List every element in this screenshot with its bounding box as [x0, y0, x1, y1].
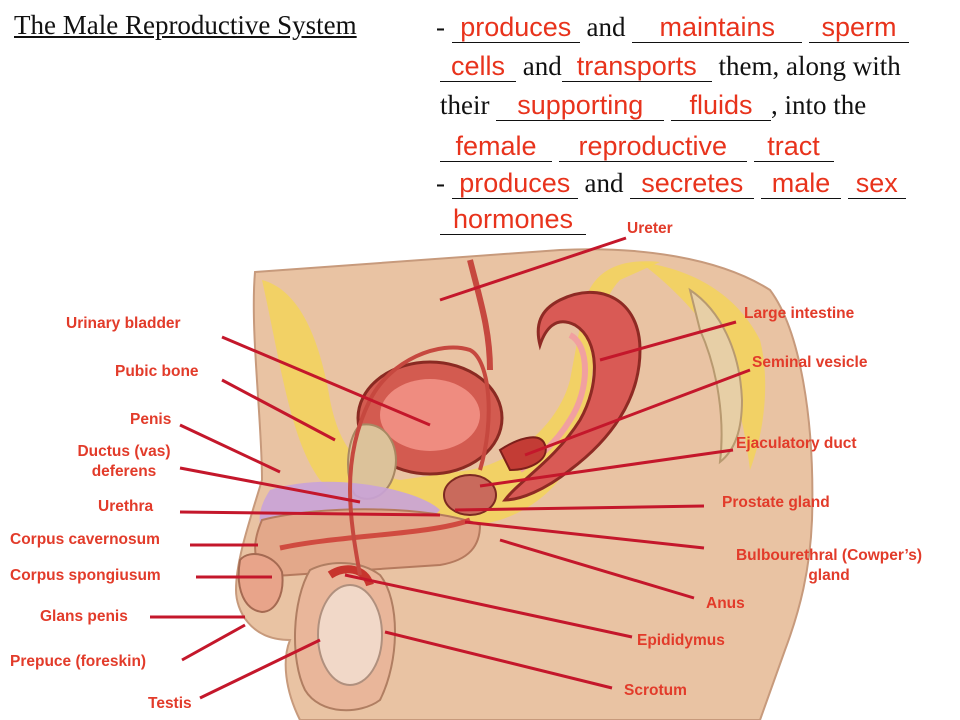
leader-ejaculatory-duct: [479, 448, 734, 488]
statement-line-5: - produces and secretes male sex: [436, 168, 906, 199]
leader-seminal-vesicle: [524, 368, 751, 457]
glans: [237, 553, 284, 614]
statement-line-4: female reproductive tract: [440, 131, 834, 162]
label-bulbourethral-line2: gland: [808, 567, 850, 584]
leader-lines: [150, 236, 751, 700]
label-anus: Anus: [706, 595, 745, 612]
label-ureter: Ureter: [627, 220, 673, 237]
blank-fluids: fluids: [670, 90, 771, 121]
leader-ductus-deferens: [179, 466, 361, 504]
blank-maintains: maintains: [632, 12, 803, 43]
blank-produces-1: produces: [451, 12, 580, 43]
statement-line-1: - produces and maintains sperm: [436, 12, 909, 43]
label-bulbourethral-gland: Bulbourethral (Cowper’s) gland: [704, 546, 954, 586]
label-ductus-line1: Ductus (vas): [77, 443, 171, 460]
label-ejaculatory-duct: Ejaculatory duct: [736, 435, 857, 452]
label-bulbourethral-line1: Bulbourethral (Cowper’s): [735, 547, 922, 564]
word-into-the: , into the: [770, 90, 867, 120]
leader-prostate-gland: [454, 504, 705, 512]
word-their: their: [440, 90, 490, 120]
page-title: The Male Reproductive System: [14, 10, 357, 40]
blank-cells: cells: [440, 51, 516, 82]
blank-female: female: [440, 131, 552, 162]
dash-2: -: [436, 168, 445, 198]
blank-hormones: hormones: [440, 204, 586, 235]
blank-male: male: [760, 168, 841, 199]
label-ductus-line2: deferens: [91, 463, 157, 480]
spine-fat: [640, 262, 766, 470]
testis: [317, 584, 383, 686]
seminal-vesicle: [498, 436, 547, 472]
blank-produces-2: produces: [451, 168, 578, 199]
leader-large-intestine: [599, 320, 737, 362]
leader-urinary-bladder: [221, 335, 431, 427]
statement-line-3: their supporting fluids, into the: [440, 90, 866, 121]
leader-pubic-bone: [221, 378, 336, 442]
label-testis: Testis: [148, 695, 192, 712]
leader-bulbourethral: [464, 520, 705, 550]
blank-transports: transports: [561, 51, 712, 82]
label-glans-penis: Glans penis: [40, 608, 128, 625]
label-pubic-bone: Pubic bone: [115, 363, 199, 380]
leader-ureter: [439, 236, 627, 302]
label-prostate-gland: Prostate gland: [722, 494, 830, 511]
ureter-tube: [467, 259, 493, 371]
label-corpus-spongiosum: Corpus spongiusum: [10, 567, 161, 584]
label-urethra: Urethra: [98, 498, 154, 515]
leader-prepuce: [181, 623, 246, 662]
blank-sex: sex: [847, 168, 906, 199]
label-epididymus: Epididymus: [637, 632, 725, 649]
label-seminal-vesicle: Seminal vesicle: [752, 354, 868, 371]
dash-1: -: [436, 12, 445, 42]
word-and-3: and: [584, 168, 624, 198]
leader-scrotum: [384, 630, 613, 690]
blank-sperm: sperm: [808, 12, 909, 43]
blank-reproductive: reproductive: [558, 131, 747, 162]
sacrum: [688, 287, 744, 465]
bladder-inner: [380, 379, 480, 451]
blank-supporting: supporting: [496, 90, 665, 121]
leader-epididymus: [344, 573, 633, 639]
label-ductus-deferens: Ductus (vas) deferens: [66, 442, 182, 482]
leader-testis: [199, 638, 321, 700]
label-corpus-cavernosum: Corpus cavernosum: [10, 531, 160, 548]
label-large-intestine: Large intestine: [744, 305, 855, 322]
leader-urethra: [179, 510, 441, 517]
blank-tract: tract: [753, 131, 834, 162]
label-urinary-bladder: Urinary bladder: [66, 315, 181, 332]
word-them: them, along with: [718, 51, 901, 81]
leader-anus: [499, 538, 695, 600]
label-scrotum: Scrotum: [624, 682, 687, 699]
ductus-deferens: [348, 345, 491, 576]
blank-secretes: secretes: [630, 168, 755, 199]
label-prepuce: Prepuce (foreskin): [10, 653, 147, 670]
word-and-2: and: [522, 51, 562, 81]
word-and-1: and: [586, 12, 626, 42]
leader-penis: [179, 423, 281, 474]
label-penis: Penis: [130, 411, 172, 428]
urethra-tube: [279, 517, 471, 551]
statement-line-6: hormones: [440, 204, 586, 235]
